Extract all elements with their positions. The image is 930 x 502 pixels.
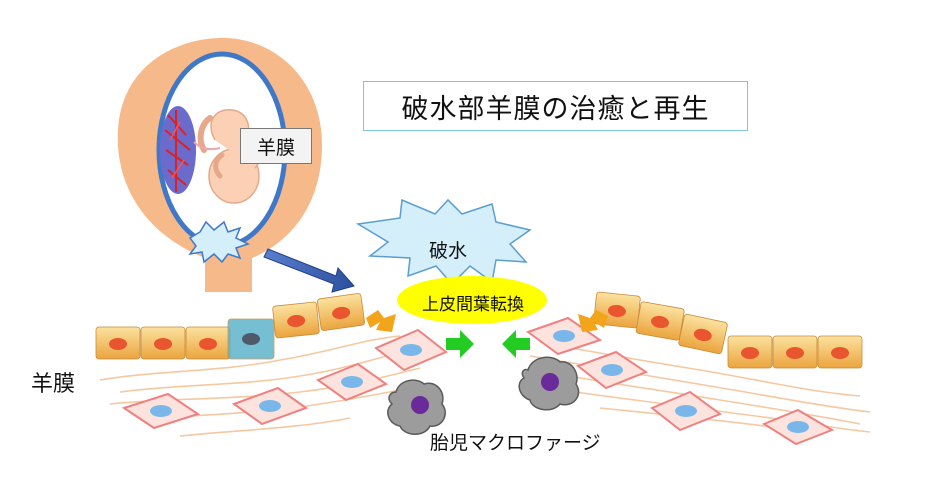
rupture-burst: [355, 198, 532, 286]
mesenchymal-cell: [231, 386, 309, 426]
orange-arrow-right: [578, 310, 608, 332]
green-arrow-right: [446, 330, 474, 358]
epithelial-cell: [185, 326, 231, 360]
fetal-macrophage-label: 胎児マクロファージ: [430, 432, 601, 454]
mesenchymal-cells: [121, 316, 835, 446]
emt-label: 上皮間葉転換: [422, 295, 524, 315]
epithelial-cell: [772, 335, 818, 369]
macrophage-cell: [387, 379, 446, 435]
uterus-membrane-label: 羊膜: [240, 128, 312, 164]
mesenchymal-cell: [761, 408, 835, 446]
epithelial-cell: [316, 293, 366, 331]
epithelial-layer-right: [593, 291, 863, 369]
epithelial-cell: [140, 326, 186, 360]
mesenchymal-cell: [121, 392, 201, 430]
mesenchymal-cell: [525, 316, 603, 356]
mesenchymal-cell: [315, 362, 389, 402]
orange-arrow-left: [366, 310, 396, 332]
mesenchymal-cell: [575, 350, 649, 390]
epithelial-cell: [678, 313, 728, 355]
amniotic-membrane-label: 羊膜: [31, 372, 76, 397]
mesenchymal-cell: [374, 328, 448, 372]
epithelial-cell: [95, 326, 141, 360]
epithelial-cell-highlighted: [227, 318, 275, 360]
rupture-label: 破水: [429, 240, 468, 262]
zoom-arrow: [263, 248, 355, 293]
emt-ellipse: [397, 276, 547, 324]
uterus-illustration: [117, 37, 322, 292]
epithelial-cell: [727, 335, 773, 369]
mesenchymal-cell: [650, 390, 723, 432]
green-arrow-left: [502, 330, 530, 358]
epithelial-cell: [817, 335, 863, 369]
epithelial-layer-left: [95, 293, 366, 360]
diagram-title: 破水部羊膜の治癒と再生: [363, 81, 748, 131]
placenta-icon: [160, 106, 196, 194]
epithelial-cell: [272, 301, 320, 339]
macrophage-cell: [518, 356, 580, 411]
rupture-site-burst: [188, 220, 250, 264]
epithelial-cell: [635, 301, 685, 341]
